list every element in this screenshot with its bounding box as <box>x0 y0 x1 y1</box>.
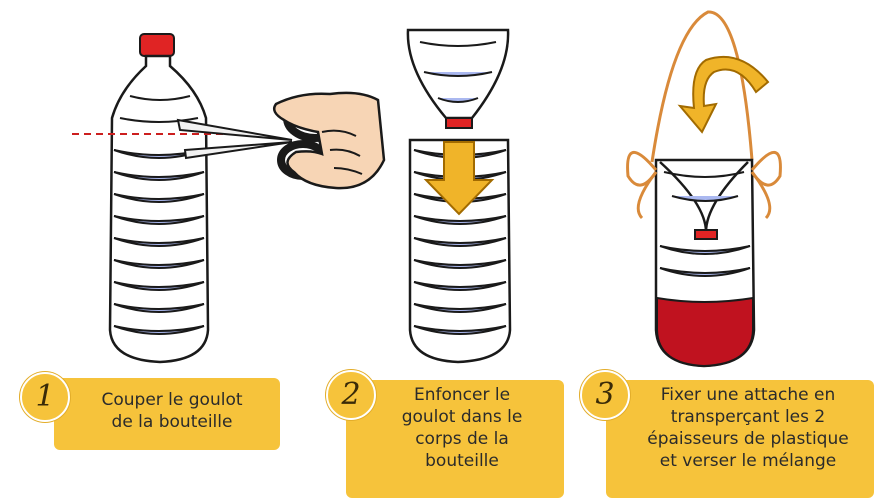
step-2-label-box <box>346 380 564 498</box>
bottle-body <box>108 54 210 364</box>
bottle-rib <box>413 303 507 313</box>
bottle-rib <box>413 193 507 203</box>
bottle-rib <box>113 325 205 335</box>
curved-arrow-icon <box>677 55 770 134</box>
step-1-number-badge: 1 <box>20 372 70 422</box>
step-1-label-box <box>54 378 280 450</box>
bottle-rib <box>113 237 205 247</box>
scissors-icon <box>176 94 347 180</box>
bottle-rib <box>659 245 751 255</box>
bottle-1 <box>72 33 230 364</box>
bottle-rib <box>113 259 205 269</box>
step-3-number-badge: 3 <box>580 370 630 420</box>
bottle-rib <box>413 237 507 247</box>
bottle-rib <box>413 149 507 159</box>
bottle-3 <box>626 10 782 368</box>
bottle-rib <box>113 171 205 181</box>
bottle-rib <box>113 303 205 313</box>
step-2-text: Enfoncer le goulot dans le corps de la b… <box>401 385 523 471</box>
bottle-rib <box>659 267 751 277</box>
step-2-number-badge: 2 <box>326 370 376 420</box>
bottle-rib <box>113 215 205 225</box>
bottle-rib <box>113 281 205 291</box>
bottle-rib <box>413 215 507 225</box>
string-bow-icon <box>626 150 782 220</box>
down-arrow-icon <box>423 141 495 216</box>
bottle-rib <box>413 171 507 181</box>
step-3-text: Fixer une attache en transperçant les 2 … <box>647 385 849 471</box>
bottle-rib <box>413 281 507 291</box>
step-3-label-box <box>606 380 874 498</box>
bottle-cap-icon <box>139 33 175 57</box>
step-1-text: Couper le goulot de la bouteille <box>101 390 243 432</box>
bottle-rib <box>413 325 507 335</box>
bottle-rib <box>413 259 507 269</box>
bottle-shoulder-line <box>119 117 199 123</box>
string-loop <box>650 10 754 163</box>
hand-icon <box>273 91 386 190</box>
step-2-number: 2 <box>341 377 361 412</box>
bottle-rib <box>113 193 205 203</box>
bottle-body-piece <box>408 138 512 364</box>
step-1-number: 1 <box>35 379 55 414</box>
liquid <box>656 296 754 368</box>
bottle-shoulder-line <box>129 95 191 101</box>
step-3-number: 3 <box>595 377 615 412</box>
bottle-2 <box>406 28 512 364</box>
